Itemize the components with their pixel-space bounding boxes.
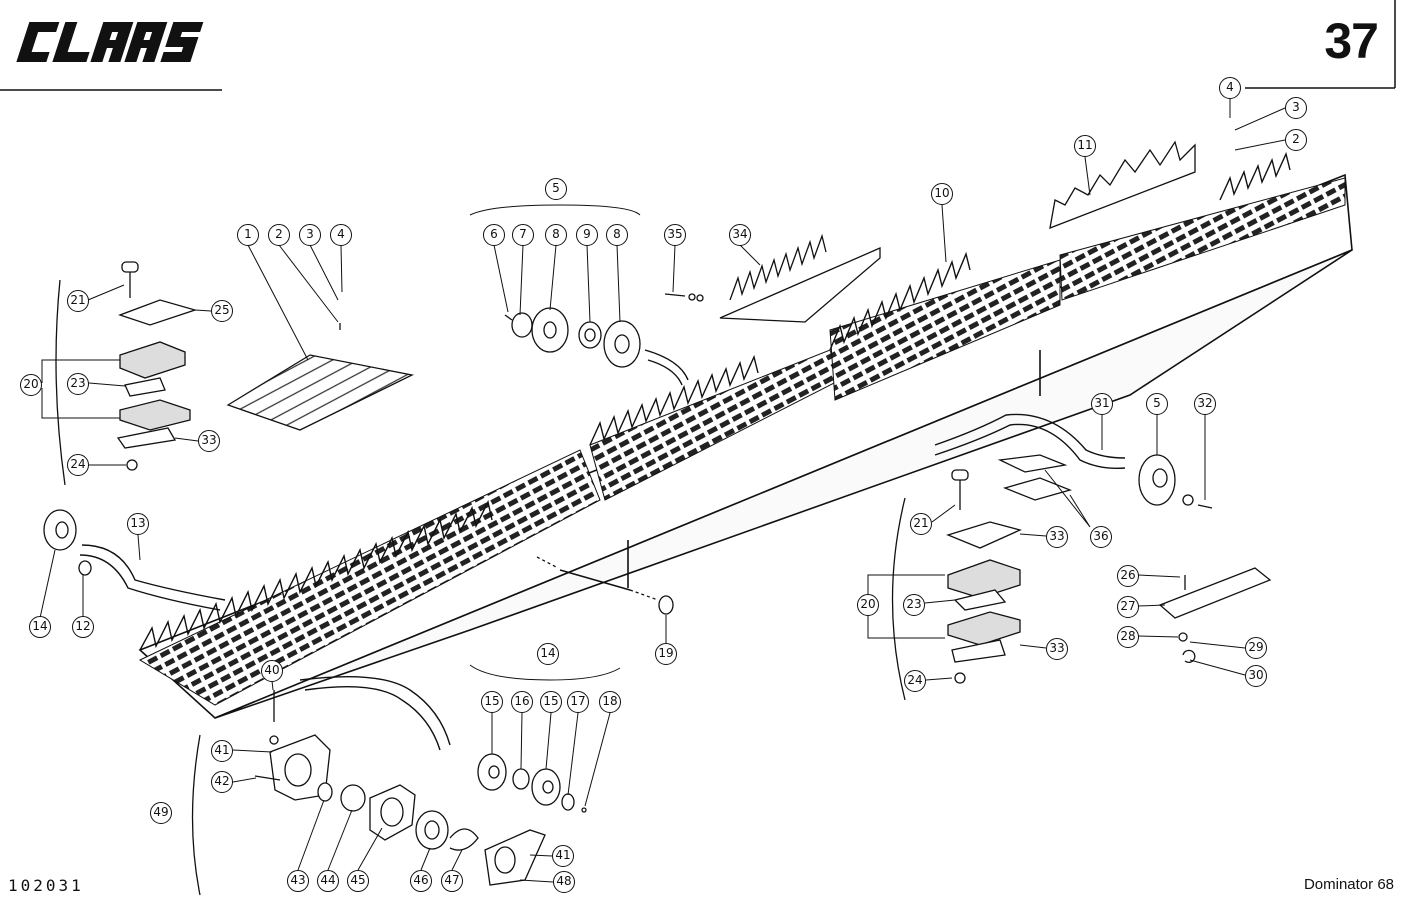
callout-30[interactable]: 30 [1245,665,1267,687]
callout-23[interactable]: 23 [67,373,89,395]
callout-46[interactable]: 46 [410,870,432,892]
callout-3b[interactable]: 3 [299,224,321,246]
callout-43[interactable]: 43 [287,870,309,892]
claas-logo [10,20,232,64]
serrated-edges [139,151,1291,651]
callout-23b[interactable]: 23 [903,594,925,616]
callout-41[interactable]: 41 [211,740,233,762]
leader-lines [39,99,1286,883]
callout-11[interactable]: 11 [1074,135,1096,157]
callout-42[interactable]: 42 [211,771,233,793]
callout-40[interactable]: 40 [261,660,283,682]
callout-14[interactable]: 14 [29,616,51,638]
callout-4[interactable]: 4 [1219,77,1241,99]
callout-33[interactable]: 33 [198,430,220,452]
callout-4b[interactable]: 4 [330,224,352,246]
page-number: 37 [1324,13,1379,69]
document-number: 102031 [8,876,84,895]
callout-19[interactable]: 19 [655,643,677,665]
bolt-35 [664,293,704,302]
page-frame [0,0,1396,91]
callout-49[interactable]: 49 [150,802,172,824]
callout-21b[interactable]: 21 [910,513,932,535]
callout-8b[interactable]: 8 [606,224,628,246]
callout-18[interactable]: 18 [599,691,621,713]
callout-2b[interactable]: 2 [268,224,290,246]
callout-45[interactable]: 45 [347,870,369,892]
callout-3[interactable]: 3 [1285,97,1307,119]
plate-27 [1158,567,1272,664]
callout-25[interactable]: 25 [211,300,233,322]
callout-1[interactable]: 1 [237,224,259,246]
callout-44[interactable]: 44 [317,870,339,892]
callout-15b[interactable]: 15 [540,691,562,713]
left-bearing-14 [43,509,92,576]
drive-shafts [79,349,1126,751]
callout-33c[interactable]: 33 [1046,638,1068,660]
callout-34[interactable]: 34 [729,224,751,246]
part-19 [536,556,674,615]
callout-5[interactable]: 5 [545,178,567,200]
bearing-group-49 [191,690,546,896]
callout-10[interactable]: 10 [931,183,953,205]
callout-35[interactable]: 35 [664,224,686,246]
callout-8[interactable]: 8 [545,224,567,246]
callout-24b[interactable]: 24 [904,670,926,692]
callout-36[interactable]: 36 [1090,526,1112,548]
callout-9[interactable]: 9 [576,224,598,246]
callout-14b[interactable]: 14 [537,643,559,665]
callout-2[interactable]: 2 [1285,129,1307,151]
right-bearing-5 [997,454,1213,509]
callout-16[interactable]: 16 [511,691,533,713]
callout-32[interactable]: 32 [1194,393,1216,415]
sieve-plate-1 [226,323,415,431]
callout-7[interactable]: 7 [512,224,534,246]
model-name: Dominator 68 [1303,876,1394,893]
callout-15[interactable]: 15 [481,691,503,713]
callout-47[interactable]: 47 [441,870,463,892]
bearing-group-5 [504,307,641,368]
callout-31[interactable]: 31 [1091,393,1113,415]
left-clamp-group [55,261,198,486]
callout-20[interactable]: 20 [20,374,42,396]
callout-12[interactable]: 12 [72,616,94,638]
sieve-grates [138,177,1346,706]
callout-20b[interactable]: 20 [857,594,879,616]
callout-24[interactable]: 24 [67,454,89,476]
callout-29[interactable]: 29 [1245,637,1267,659]
callout-6[interactable]: 6 [483,224,505,246]
callout-28[interactable]: 28 [1117,626,1139,648]
callout-33b[interactable]: 33 [1046,526,1068,548]
right-clamp-group [891,469,1022,701]
callout-21[interactable]: 21 [67,290,89,312]
part-34-bracket [719,233,881,323]
callout-26[interactable]: 26 [1117,565,1139,587]
part-11-bracket [1049,140,1196,230]
callout-5b[interactable]: 5 [1146,393,1168,415]
callout-41b[interactable]: 41 [552,845,574,867]
callout-17[interactable]: 17 [567,691,589,713]
callout-13[interactable]: 13 [127,513,149,535]
callout-27[interactable]: 27 [1117,596,1139,618]
callout-48[interactable]: 48 [553,871,575,893]
